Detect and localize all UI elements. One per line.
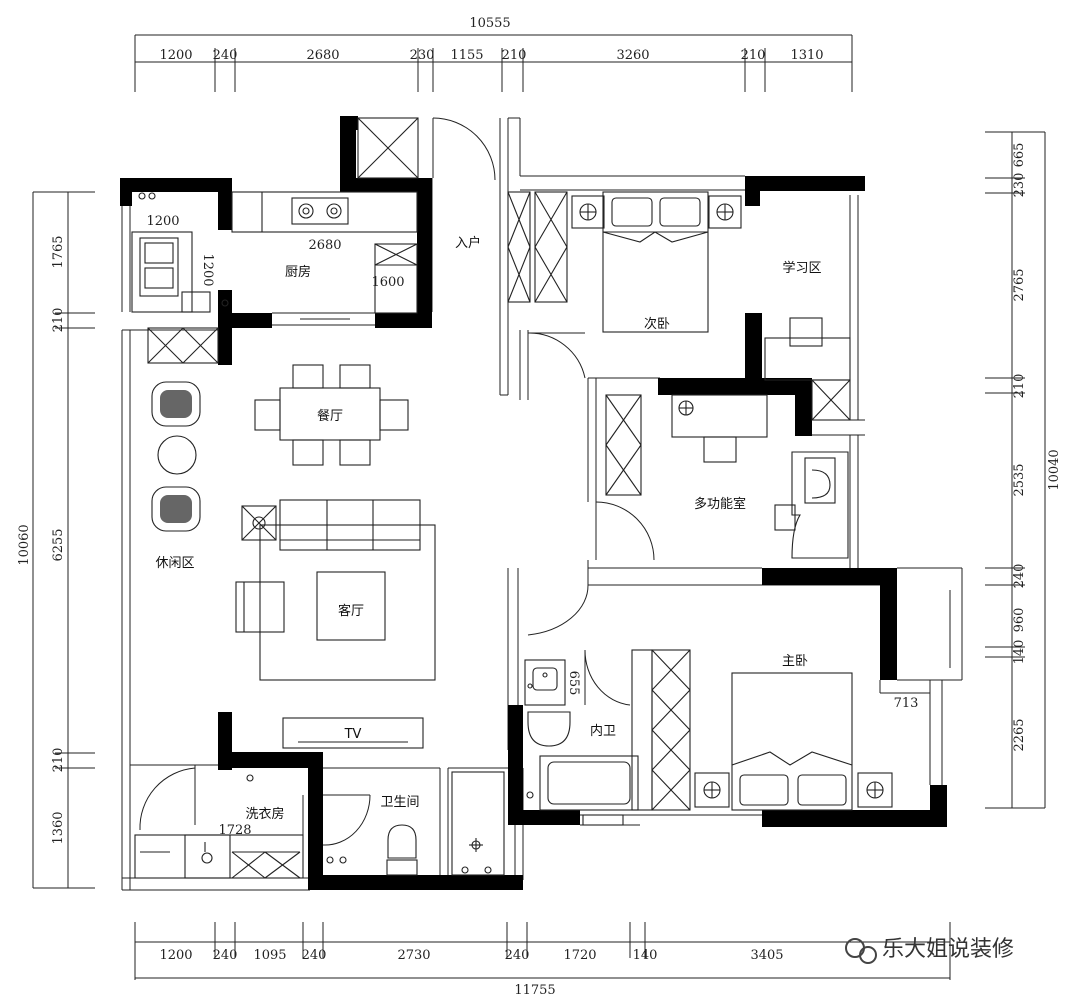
left-dim: 1765 [51,235,66,268]
label-dining: 餐厅 [317,408,343,424]
top-dim: 1200 [159,48,192,63]
label-study: 学习区 [782,260,821,276]
top-dim: 1155 [450,48,483,63]
inner-dim: 713 [894,696,919,711]
right-dim: 210 [1012,374,1027,399]
living-furniture [147,327,436,749]
inner-dim: 1600 [371,275,404,290]
doors [139,117,655,846]
left-dim: 6255 [51,528,66,561]
right-dim: 960 [1012,608,1027,633]
inner-dimensions: 1200 2680 1200 1600 655 713 1728 [146,214,918,838]
ensuite-fixtures [524,659,639,826]
top-total-dim: 10555 [469,16,510,31]
label-ensuite: 内卫 [590,723,616,739]
label-entrance: 入户 [455,235,481,251]
bottom-dim: 140 [633,948,658,963]
solid-walls [120,116,947,890]
top-dim: 2680 [306,48,339,63]
right-dimension-chain: 665 230 2765 210 2535 240 960 140 2265 1… [985,131,1062,809]
inner-dim: 655 [566,671,581,696]
right-dim: 240 [1012,564,1027,589]
label-kitchen: 厨房 [285,264,311,280]
label-leisure: 休闲区 [155,556,194,571]
kitchen-fixtures [131,117,419,314]
right-total-dim: 10040 [1047,449,1062,490]
left-dim: 210 [51,748,66,773]
bottom-dim: 240 [213,948,238,963]
top-dim: 240 [213,48,238,63]
left-dim: 1360 [51,811,66,844]
bottom-dim: 240 [302,948,327,963]
label-tv: TV [344,727,362,742]
bottom-dim: 2730 [397,948,430,963]
label-multi-room: 多功能室 [694,496,746,512]
bottom-dimension-chain: 1200 240 1095 240 2730 240 1720 140 3405… [134,922,951,997]
bottom-dim: 240 [505,948,530,963]
thin-walls [121,117,963,891]
label-living: 客厅 [338,603,364,619]
bottom-dim: 1095 [253,948,286,963]
bottom-total-dim: 11755 [514,983,555,997]
right-dim: 2265 [1012,718,1027,751]
entrance-cabinets [507,191,568,303]
watermark-text: 乐大姐说装修 [882,937,1014,962]
label-second-bedroom: 次卧 [644,316,670,332]
top-dim: 210 [741,48,766,63]
second-bedroom-furniture [571,191,742,333]
bottom-dim: 1720 [563,948,596,963]
bottom-dim: 3405 [750,948,783,963]
inner-dim: 2680 [308,238,341,253]
top-dim: 210 [502,48,527,63]
top-dim: 3260 [616,48,649,63]
watermark: 乐大姐说装修 [845,937,1014,964]
label-master-bedroom: 主卧 [782,654,808,669]
master-bedroom-furniture [631,649,893,811]
right-dim: 2765 [1012,268,1027,301]
left-dim: 210 [51,308,66,333]
study-furniture [764,317,851,421]
right-dim: 230 [1012,173,1027,198]
room-labels: 厨房 入户 次卧 学习区 餐厅 休闲区 客厅 多功能室 主卧 内卫 洗衣房 卫生… [155,235,821,822]
multi-room-furniture [605,394,849,559]
left-total-dim: 10060 [17,524,32,565]
right-dim: 665 [1012,143,1027,168]
top-dim: 1310 [790,48,823,63]
bottom-dim: 1200 [159,948,192,963]
top-dim: 230 [410,48,435,63]
label-laundry: 洗衣房 [245,806,284,822]
label-bathroom: 卫生间 [380,795,419,810]
top-dimension-chain: 10555 1200 240 2680 230 1155 210 3260 21… [134,16,853,92]
laundry-bathroom-fixtures [134,771,505,879]
right-dim: 2535 [1012,463,1027,496]
inner-dim: 1200 [146,214,179,229]
right-dim: 140 [1012,640,1027,665]
left-dimension-chain: 1765 210 6255 210 1360 10060 [17,191,95,889]
inner-dim: 1728 [218,823,251,838]
inner-dim: 1200 [200,253,215,286]
